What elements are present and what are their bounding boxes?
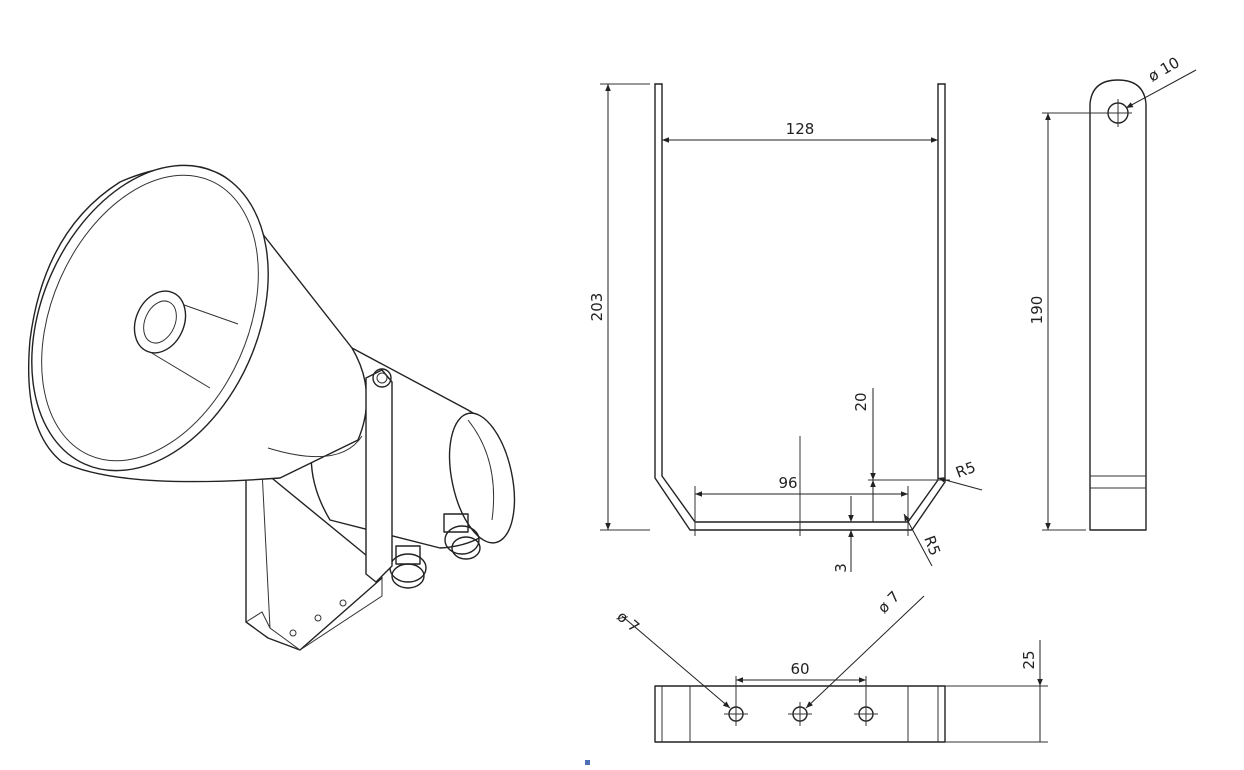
radius-bottom-label: R5	[920, 533, 944, 558]
horn-throat	[133, 290, 187, 354]
bracket-plate	[245, 469, 383, 651]
side-view-bracket	[1089, 79, 1147, 531]
horn-speaker-illustration	[27, 164, 516, 651]
dim-25-label: 25	[1020, 650, 1038, 669]
front-view-bracket	[654, 83, 946, 536]
base-hole-1	[724, 702, 748, 726]
dim-60-label: 60	[790, 660, 809, 678]
radius-top-label: R5	[953, 458, 978, 482]
cable-gland-right	[443, 513, 481, 560]
dim-20-label: 20	[852, 392, 870, 411]
accent-dot	[585, 760, 590, 765]
base-hole-2	[788, 702, 812, 726]
cable-gland-left	[389, 545, 427, 589]
dim-96-label: 96	[778, 474, 797, 492]
dim-128-label: 128	[786, 120, 815, 138]
dim-190-label: 190	[1028, 296, 1046, 325]
base-hole-left-label: ø 7	[613, 607, 643, 636]
dim-3-label: 3	[832, 563, 850, 573]
bracket-arm	[365, 369, 393, 583]
dim-203-label: 203	[588, 293, 606, 322]
base-hole-3	[854, 702, 878, 726]
base-hole-right-label: ø 7	[874, 587, 903, 616]
base-plan-view	[654, 685, 946, 743]
